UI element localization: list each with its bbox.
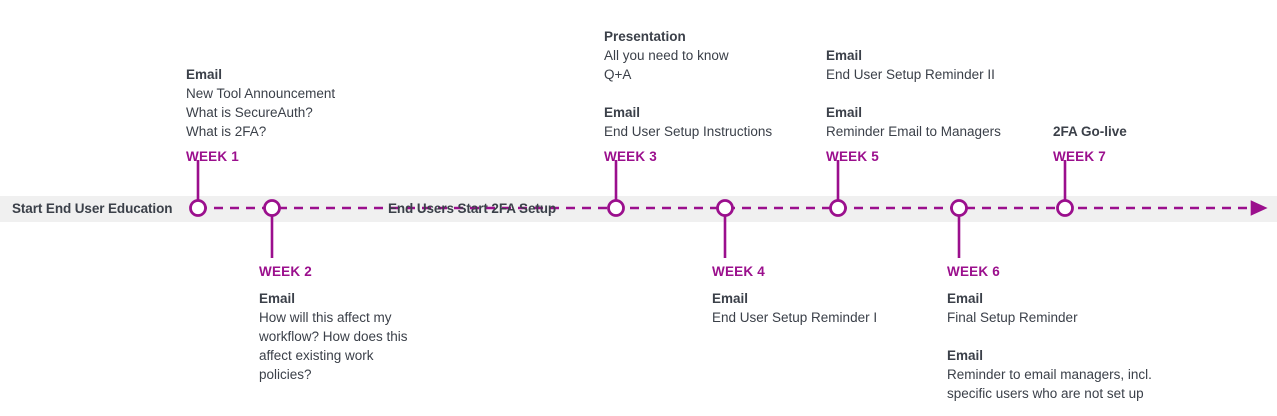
milestone-entries: 2FA Go-live <box>1053 122 1127 141</box>
entry-title: Email <box>186 67 223 82</box>
timeline-node-3[interactable] <box>607 160 625 217</box>
week-label: WEEK 7 <box>1053 149 1106 164</box>
stage-label-start-end-user-education: Start End User Education <box>12 201 173 216</box>
timeline-node-2[interactable] <box>263 199 281 259</box>
week-label: WEEK 5 <box>826 149 879 164</box>
week-label: WEEK 2 <box>259 264 312 279</box>
entry-line: All you need to know <box>604 48 729 63</box>
entry-line: End User Setup Instructions <box>604 124 773 139</box>
timeline-node-6[interactable] <box>950 199 968 259</box>
entry-line: Q+A <box>604 67 632 82</box>
entry-line: What is SecureAuth? <box>186 105 313 120</box>
timeline-node-4[interactable] <box>716 199 734 259</box>
entry-title: Email <box>712 291 749 306</box>
entry-title: Presentation <box>604 29 686 44</box>
entry-line: What is 2FA? <box>186 124 267 139</box>
milestone-entry: 2FA Go-live <box>1053 122 1127 141</box>
entry-line: End User Setup Reminder I <box>712 310 878 325</box>
week-label: WEEK 6 <box>947 264 1000 279</box>
timeline-node-7[interactable] <box>1056 160 1074 217</box>
entry-line: How will this affect my workflow? How do… <box>259 310 408 382</box>
entry-line: End User Setup Reminder II <box>826 67 995 82</box>
entry-line: New Tool Announcement <box>186 86 336 101</box>
timeline-node-5[interactable] <box>829 160 847 217</box>
entry-title: Email <box>947 348 984 363</box>
entry-title: Email <box>826 105 863 120</box>
entry-title: Email <box>947 291 984 306</box>
entry-line: Final Setup Reminder <box>947 310 1078 325</box>
timeline-node-layer <box>189 160 1074 259</box>
entry-line: Reminder Email to Managers <box>826 124 1001 139</box>
week-label: WEEK 3 <box>604 149 657 164</box>
stage-label-end-users-start-2fa-setup: End Users Start 2FA Setup <box>388 201 557 216</box>
entry-line: specific users who are not set up <box>947 386 1144 401</box>
week-label: WEEK 1 <box>186 149 239 164</box>
entry-title: Email <box>826 48 863 63</box>
entry-title: Email <box>259 291 296 306</box>
week-label: WEEK 4 <box>712 264 765 279</box>
entry-line: Reminder to email managers, incl. <box>947 367 1152 382</box>
entry-title: Email <box>604 105 641 120</box>
timeline-node-1[interactable] <box>189 160 207 217</box>
entry-title: 2FA Go-live <box>1053 124 1127 139</box>
